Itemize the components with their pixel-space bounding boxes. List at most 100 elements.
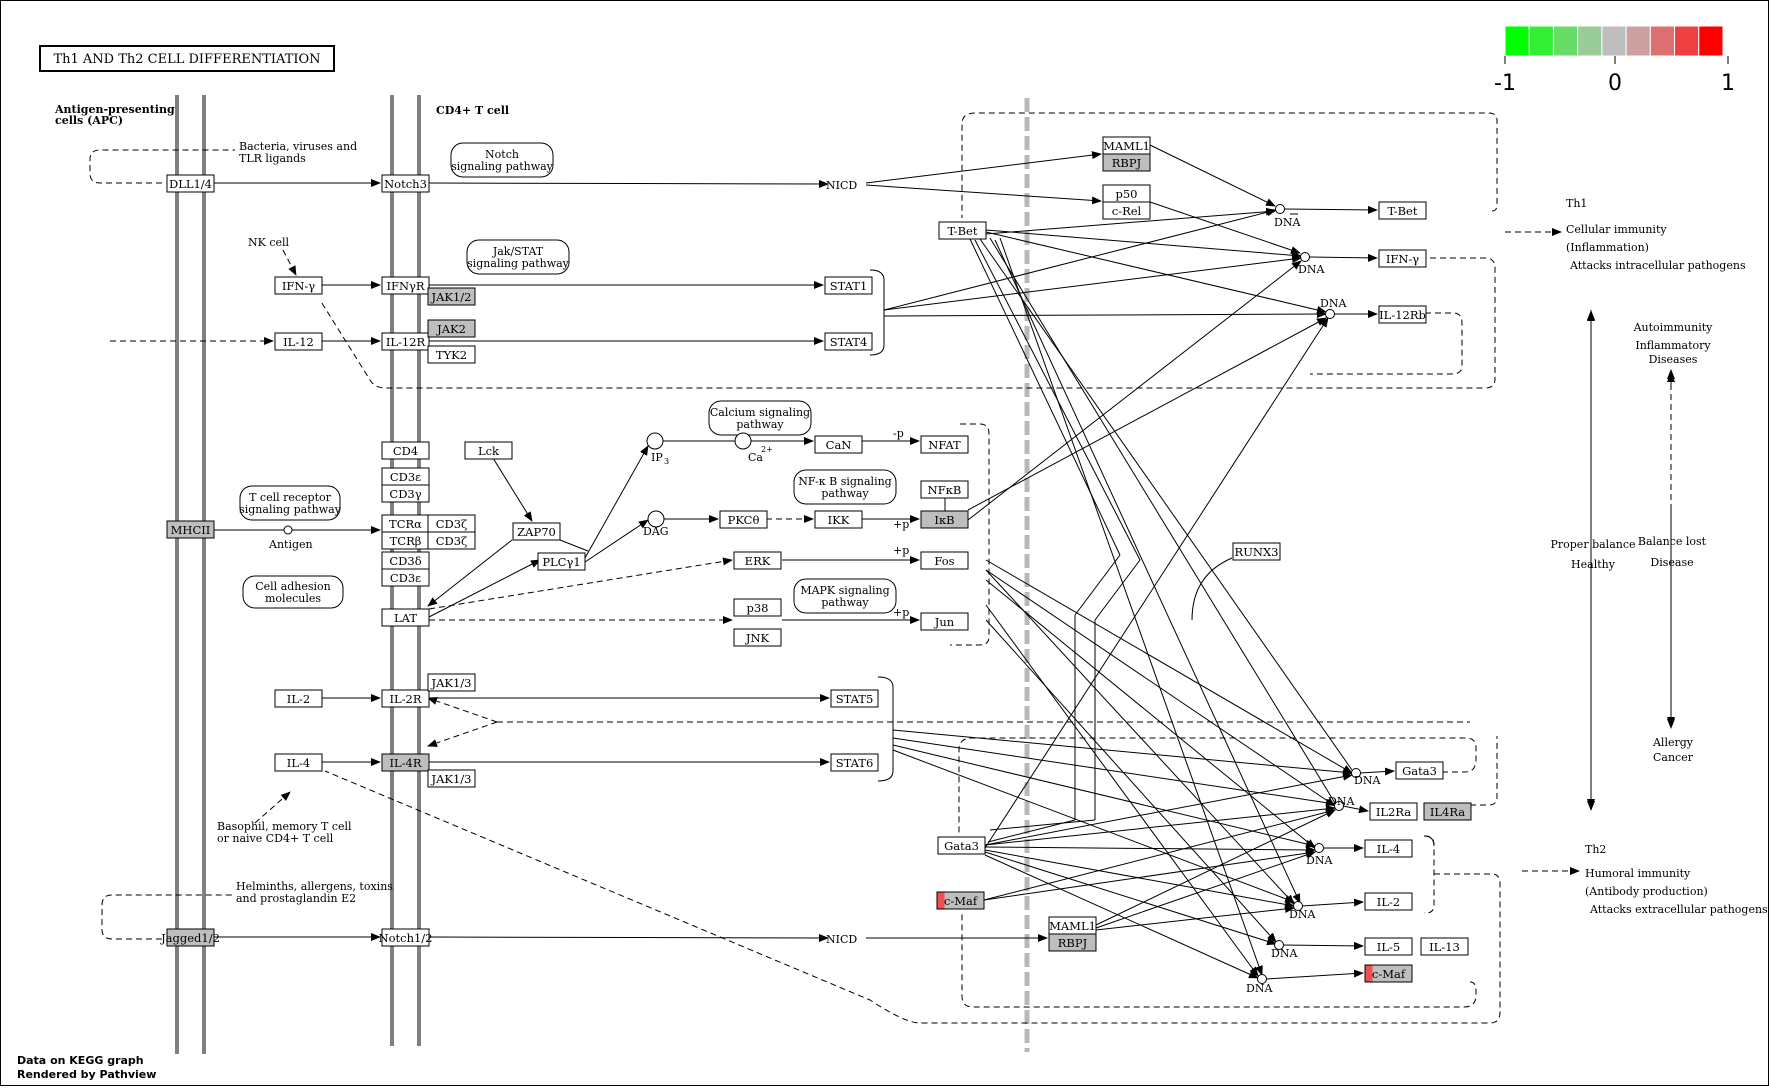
node-ifnyr[interactable]: IFNγR xyxy=(381,276,430,295)
node-tyk2[interactable]: TYK2 xyxy=(427,345,476,364)
compound-circle[interactable] xyxy=(1257,974,1267,984)
node-cd3z1[interactable]: CD3ζ xyxy=(427,514,476,533)
node-pkct[interactable]: PKCθ xyxy=(719,510,768,529)
node-lck[interactable]: Lck xyxy=(464,441,513,460)
node-gata3a[interactable]: Gata3 xyxy=(937,836,986,855)
node-cd3d[interactable]: CD3δ xyxy=(381,551,430,570)
node-label: CD3γ xyxy=(389,487,421,501)
node-cmafa[interactable]: c-Maf xyxy=(936,891,985,910)
node-cd3g[interactable]: CD3γ xyxy=(381,484,430,503)
compound-circle[interactable] xyxy=(1274,940,1284,950)
node-ikk[interactable]: IKK xyxy=(814,510,863,529)
node-tcrb[interactable]: TCRβ xyxy=(381,531,430,550)
node-ifny_apc[interactable]: IFN-γ xyxy=(274,276,323,295)
node-jak13a[interactable]: JAK1/3 xyxy=(427,673,476,692)
side-label: Balance lost xyxy=(1638,535,1707,548)
node-il4b[interactable]: IL-4 xyxy=(1364,839,1413,858)
node-stat1[interactable]: STAT1 xyxy=(824,276,873,295)
node-tbet1[interactable]: T-Bet xyxy=(938,221,987,240)
node-zap70[interactable]: ZAP70 xyxy=(512,522,561,541)
node-plcg1[interactable]: PLCγ1 xyxy=(537,552,586,571)
compound-circle[interactable] xyxy=(1275,204,1285,214)
node-il13[interactable]: IL-13 xyxy=(1420,937,1469,956)
node-il5[interactable]: IL-5 xyxy=(1364,937,1413,956)
node-can[interactable]: CaN xyxy=(814,435,863,454)
node-label: CD3ζ xyxy=(436,534,468,548)
node-rbpja[interactable]: RBPJ xyxy=(1102,153,1151,172)
node-jnk[interactable]: JNK xyxy=(733,628,782,647)
node-cd4[interactable]: CD4 xyxy=(381,441,430,460)
node-nfat[interactable]: NFAT xyxy=(920,435,969,454)
node-tcra[interactable]: TCRα xyxy=(381,514,430,533)
compound-circle[interactable] xyxy=(1325,309,1335,319)
legend-tick: 1 xyxy=(1721,71,1735,96)
node-cd3z2[interactable]: CD3ζ xyxy=(427,531,476,550)
node-il4r[interactable]: IL-4R xyxy=(381,753,430,772)
node-il2[interactable]: IL-2 xyxy=(274,689,323,708)
node-il2r[interactable]: IL-2R xyxy=(381,689,430,708)
compound-circle[interactable] xyxy=(646,432,664,450)
node-il4ra[interactable]: IL4Ra xyxy=(1423,802,1472,821)
node-mhcii[interactable]: MHCII xyxy=(166,520,215,539)
compound-circle[interactable] xyxy=(1334,801,1344,811)
node-jun[interactable]: Jun xyxy=(920,612,969,631)
node-il12rb[interactable]: IL-12Rb xyxy=(1378,305,1427,324)
node-ifny2[interactable]: IFN-γ xyxy=(1378,249,1427,268)
node-fos[interactable]: Fos xyxy=(920,551,969,570)
node-notch3[interactable]: Notch3 xyxy=(381,174,430,193)
node-maml1a[interactable]: MAML1 xyxy=(1102,136,1151,155)
node-lat[interactable]: LAT xyxy=(381,608,430,627)
node-ikb[interactable]: IκB xyxy=(920,510,969,529)
ip3-label: IP xyxy=(651,451,663,464)
node-cmafb[interactable]: c-Maf xyxy=(1364,964,1413,983)
node-jagged12[interactable]: Jagged1/2 xyxy=(160,928,220,947)
node-il12r[interactable]: IL-12R xyxy=(381,332,430,351)
node-tbet2[interactable]: T-Bet xyxy=(1378,201,1427,220)
node-erk[interactable]: ERK xyxy=(733,551,782,570)
compound-circle[interactable] xyxy=(1293,901,1303,911)
pathway-label: signaling pathway xyxy=(467,257,570,270)
node-rbpjb[interactable]: RBPJ xyxy=(1048,933,1097,952)
node-stat6[interactable]: STAT6 xyxy=(830,753,879,772)
node-notch12[interactable]: Notch1/2 xyxy=(379,928,433,947)
node-p38[interactable]: p38 xyxy=(733,598,782,617)
compound-circle[interactable] xyxy=(283,525,293,535)
node-label: T-Bet xyxy=(1388,204,1418,218)
node-stat5[interactable]: STAT5 xyxy=(830,689,879,708)
node-jak12[interactable]: JAK1/2 xyxy=(427,287,476,306)
node-jak13b[interactable]: JAK1/3 xyxy=(427,769,476,788)
node-label: STAT5 xyxy=(836,692,874,706)
compound-circle[interactable] xyxy=(734,432,752,450)
node-cd3e2[interactable]: CD3ε xyxy=(381,568,430,587)
node-il2b[interactable]: IL-2 xyxy=(1364,892,1413,911)
node-il2ra[interactable]: IL2Ra xyxy=(1369,802,1418,821)
node-gata3b[interactable]: Gata3 xyxy=(1395,761,1444,780)
node-crel[interactable]: c-Rel xyxy=(1102,201,1151,220)
node-dll14[interactable]: DLL1/4 xyxy=(166,174,215,193)
node-p50[interactable]: p50 xyxy=(1102,184,1151,203)
compound-circle[interactable] xyxy=(1351,768,1361,778)
apc-label-1: Antigen-presenting xyxy=(54,103,175,116)
node-maml1b[interactable]: MAML1 xyxy=(1048,916,1097,935)
node-stat4[interactable]: STAT4 xyxy=(824,332,873,351)
compound-circle[interactable] xyxy=(1300,252,1310,262)
nicd-label: NICD xyxy=(826,179,857,192)
node-runx3[interactable]: RUNX3 xyxy=(1232,542,1281,561)
node-cd3e1[interactable]: CD3ε xyxy=(381,467,430,486)
node-jak2[interactable]: JAK2 xyxy=(427,319,476,338)
node-label: c-Maf xyxy=(1372,967,1406,981)
node-il4[interactable]: IL-4 xyxy=(274,753,323,772)
compound-circle[interactable] xyxy=(1314,843,1324,853)
node-nfkb[interactable]: NFκB xyxy=(920,480,969,499)
compound-circle[interactable] xyxy=(647,510,665,528)
legend-swatch xyxy=(1528,25,1554,57)
node-il12[interactable]: IL-12 xyxy=(274,332,323,351)
side-label: Proper balance xyxy=(1550,538,1635,551)
